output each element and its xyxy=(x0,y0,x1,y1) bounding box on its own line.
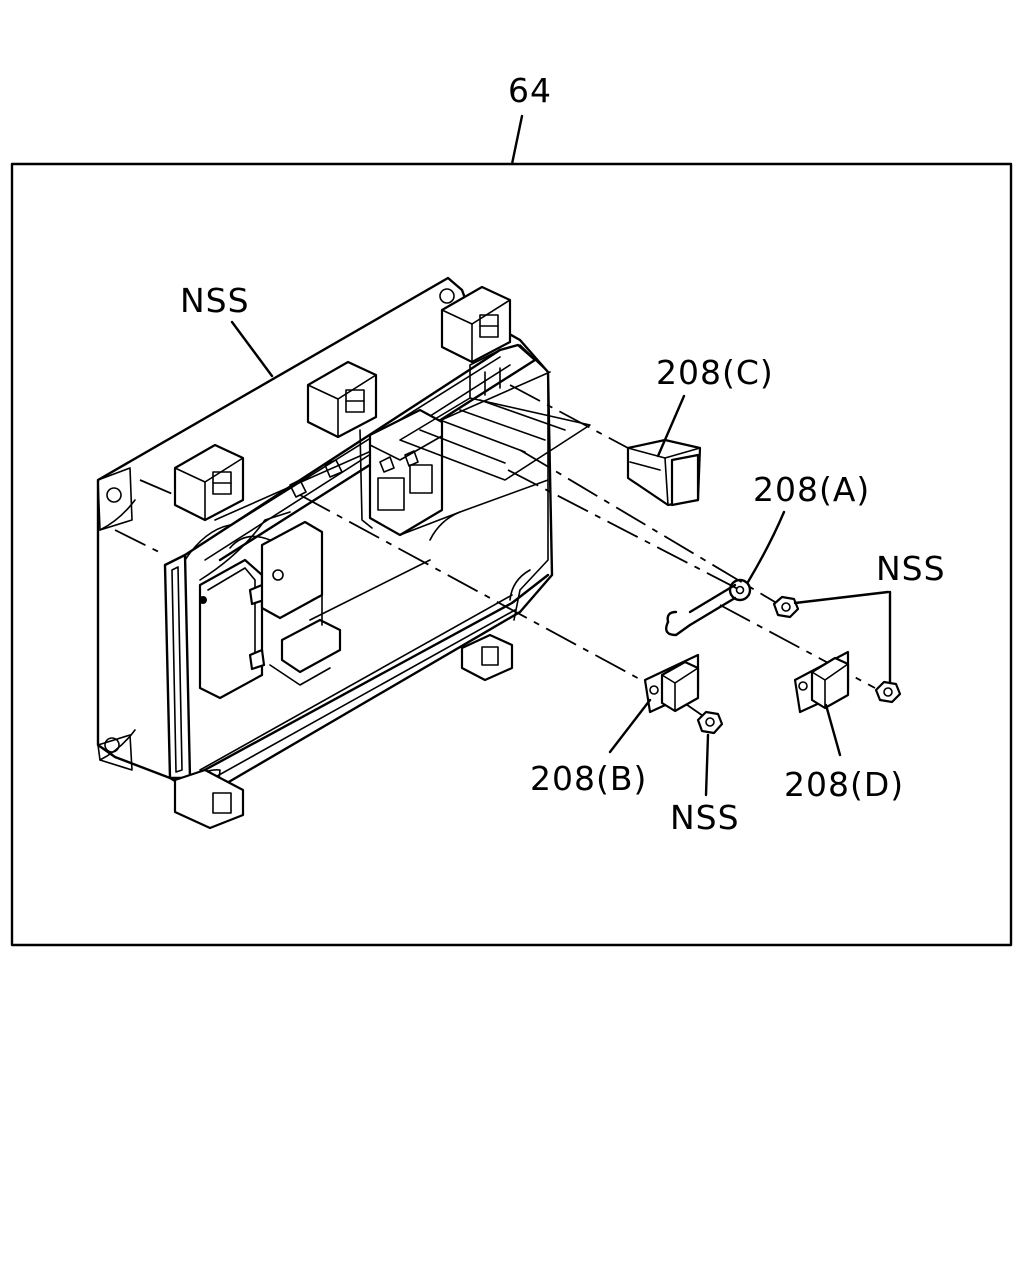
leader-208-a xyxy=(746,510,786,584)
callout-208-d[interactable]: 208(D) xyxy=(784,765,904,804)
bottom-connector-2 xyxy=(460,633,514,682)
part-208-b[interactable] xyxy=(643,653,700,714)
part-208-a[interactable] xyxy=(665,578,752,637)
leader-208-c xyxy=(656,394,686,458)
leader-assembly-64 xyxy=(510,114,524,166)
bottom-connector-1 xyxy=(173,768,245,830)
part-208-d[interactable] xyxy=(793,650,850,714)
leader-nss-nut-bottom xyxy=(704,733,710,797)
leader-208-d xyxy=(824,703,842,757)
explode-line-a-nut xyxy=(519,449,781,606)
callout-208-c[interactable]: 208(C) xyxy=(656,353,774,392)
callout-nss-nuts-right[interactable]: NSS xyxy=(876,549,946,588)
diagram-frame xyxy=(10,162,1013,947)
top-connector-2 xyxy=(306,360,378,439)
explode-line-b xyxy=(299,494,657,689)
explode-line-d xyxy=(719,604,876,689)
callout-nss-nut-bottom[interactable]: NSS xyxy=(670,798,740,837)
callout-nss-housing[interactable]: NSS xyxy=(180,281,250,320)
callout-208-b[interactable]: 208(B) xyxy=(530,759,647,798)
explode-line-a xyxy=(507,469,741,591)
callout-208-a[interactable]: 208(A) xyxy=(753,470,870,509)
nut-nss-b[interactable] xyxy=(696,710,724,735)
junction-box-housing[interactable] xyxy=(96,276,591,830)
explode-line-left-2 xyxy=(114,529,166,556)
leader-nss-housing xyxy=(230,320,274,378)
part-208-c[interactable] xyxy=(626,438,702,507)
leader-208-b xyxy=(608,698,652,754)
nut-nss-a[interactable] xyxy=(772,595,800,619)
leader-nss-nut-a xyxy=(793,590,890,605)
top-connector-3 xyxy=(440,285,512,364)
explode-line-left-1 xyxy=(139,479,176,496)
top-connector-1 xyxy=(173,443,245,522)
explode-line-c xyxy=(509,384,629,449)
callout-assembly-64[interactable]: 64 xyxy=(508,71,552,110)
nut-nss-d[interactable] xyxy=(874,680,902,704)
